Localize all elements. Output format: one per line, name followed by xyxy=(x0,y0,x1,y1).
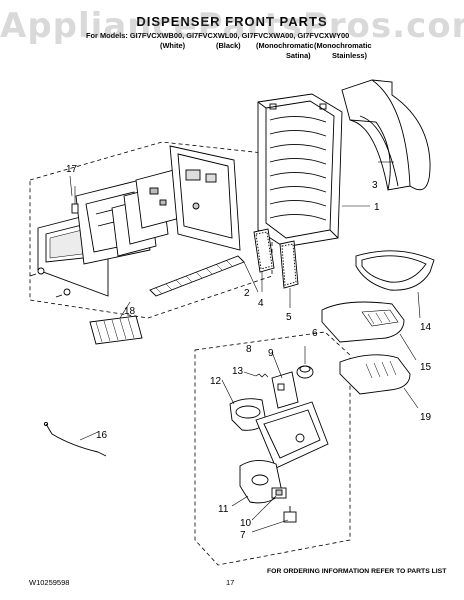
variant-monochromatic-stainless: (Monochromatic xyxy=(314,41,372,50)
switch-part xyxy=(271,487,287,499)
screw-part xyxy=(29,267,71,298)
control-housing-part xyxy=(169,145,241,251)
callout-12: 12 xyxy=(210,376,222,387)
callout-17: 17 xyxy=(66,164,78,175)
small-grille-part xyxy=(89,315,143,345)
callout-10: 10 xyxy=(240,518,252,529)
dispenser-base-part xyxy=(255,401,329,469)
callout-2: 2 xyxy=(244,288,250,299)
model-list: For Models: GI7FVCXWB00, GI7FVCXWL00, GI… xyxy=(86,31,350,40)
callout-3: 3 xyxy=(372,180,378,191)
drip-tray-19-part xyxy=(339,354,411,395)
callout-14: 14 xyxy=(420,322,432,333)
spring-part xyxy=(255,373,269,378)
page-number: 17 xyxy=(226,578,235,587)
page-title: DISPENSER FRONT PARTS xyxy=(136,14,328,29)
callout-13: 13 xyxy=(232,366,244,377)
paddle-part xyxy=(239,460,283,504)
wire-part xyxy=(43,421,107,457)
callout-15: 15 xyxy=(420,362,432,373)
drip-tray-15-part xyxy=(321,301,405,343)
drip-tray-14-part xyxy=(355,250,435,291)
filter-pad-right-part xyxy=(279,240,299,289)
document-number: W10259598 xyxy=(29,578,70,587)
trim-panel-part xyxy=(341,79,431,191)
ordering-note: FOR ORDERING INFORMATION REFER TO PARTS … xyxy=(267,568,447,575)
callout-1: 1 xyxy=(374,202,380,213)
watermark: AppliancePartsPros.com xyxy=(0,6,464,46)
long-grille-part xyxy=(149,255,245,297)
callout-19: 19 xyxy=(420,412,432,423)
callout-6: 6 xyxy=(312,328,318,339)
callout-9: 9 xyxy=(268,348,274,359)
callout-16: 16 xyxy=(96,430,108,441)
callout-7: 7 xyxy=(240,530,246,541)
variant-black: (Black) xyxy=(216,41,241,50)
variant-satina-label: Satina) xyxy=(286,51,311,60)
dispenser-housing-part xyxy=(257,93,343,248)
control-boards-part xyxy=(111,169,181,257)
variant-white: (White) xyxy=(160,41,186,50)
callout-5: 5 xyxy=(286,312,292,323)
solenoid-part xyxy=(283,506,297,523)
actuator-part xyxy=(271,371,299,409)
callout-4: 4 xyxy=(258,298,264,309)
small-clip-part xyxy=(71,186,79,214)
knob-part xyxy=(296,365,314,379)
variant-monochromatic-satina: (Monochromatic xyxy=(256,41,314,50)
callout-11: 11 xyxy=(218,504,229,515)
variant-stainless-label: Stainless) xyxy=(332,51,367,60)
callout-8: 8 xyxy=(246,344,252,355)
callout-18: 18 xyxy=(124,306,136,317)
filter-pad-left-part xyxy=(253,228,275,273)
lower-assembly-box xyxy=(194,331,351,566)
leader-lines xyxy=(69,161,421,533)
